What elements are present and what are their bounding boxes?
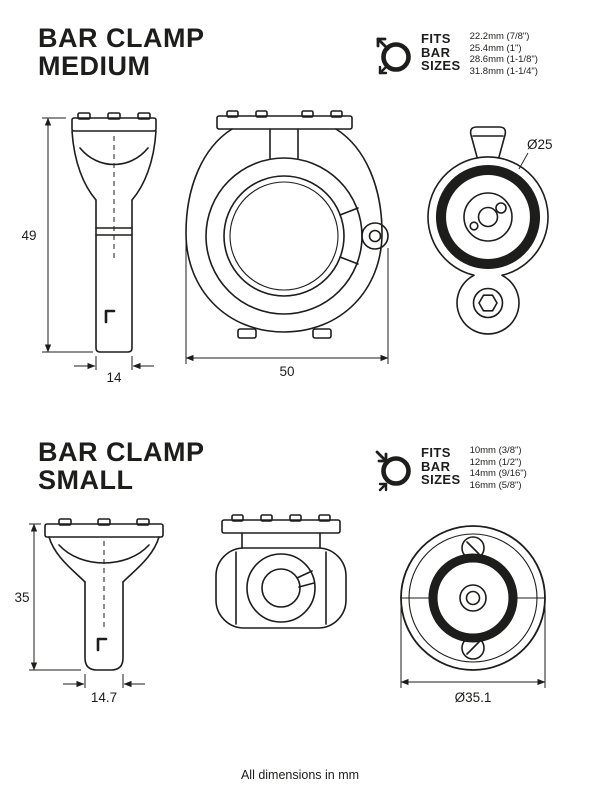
dim-height-small: 35 bbox=[15, 590, 30, 605]
bar-size-list-small: 10mm (3/8") 12mm (1/2") 14mm (9/16") 16m… bbox=[470, 445, 527, 491]
dimension-lines bbox=[42, 117, 154, 370]
hex-bolt bbox=[478, 294, 498, 312]
lever-mark bbox=[104, 309, 116, 324]
small-back-outline bbox=[400, 525, 546, 671]
sizes-word: SIZES bbox=[421, 58, 461, 73]
sizes-word: SIZES bbox=[421, 472, 461, 487]
dimension-lines bbox=[185, 240, 389, 364]
screw-bottom bbox=[461, 636, 485, 660]
small-side-outline bbox=[44, 518, 164, 671]
dim-stem-width-small: 14.7 bbox=[91, 690, 117, 705]
small-back-view: Ø35.1 bbox=[400, 525, 546, 705]
clamp-ring-icon bbox=[381, 42, 411, 72]
small-title-line1: BAR CLAMP bbox=[38, 437, 205, 467]
fits-word: FITS bbox=[421, 31, 451, 46]
arrow-out-large-icon bbox=[376, 37, 390, 51]
dim-knob-diameter-medium: Ø25 bbox=[527, 137, 553, 152]
leader-line bbox=[518, 152, 529, 170]
fits-word: FITS bbox=[421, 445, 451, 460]
size-item: 14mm (9/16") bbox=[469, 468, 527, 479]
small-side-view: 35 14.7 bbox=[15, 518, 164, 705]
size-item: 25.4mm (1") bbox=[469, 42, 522, 54]
footer-note: All dimensions in mm bbox=[240, 768, 360, 782]
bar-bore bbox=[246, 553, 316, 623]
arrow-out-small-icon bbox=[378, 65, 388, 75]
dim-stem-width-medium: 14 bbox=[106, 370, 122, 385]
small-fits-block: FITS BAR SIZES 10mm (3/8") 12mm (1/2") 1… bbox=[372, 444, 527, 492]
size-item: 12mm (1/2") bbox=[469, 456, 522, 468]
dim-width-medium: 50 bbox=[279, 364, 294, 379]
bar-word: BAR bbox=[421, 44, 451, 60]
dim-diameter-small: Ø35.1 bbox=[455, 690, 492, 705]
bar-size-list-medium: 22.2mm (7/8") 25.4mm (1") 28.6mm (1-1/8"… bbox=[470, 31, 538, 77]
bar-word: BAR bbox=[421, 458, 451, 474]
hinge-boss bbox=[361, 222, 389, 250]
dimension-lines bbox=[29, 523, 145, 688]
medium-title: BAR CLAMP MEDIUM bbox=[38, 24, 205, 80]
arrow-in-large-icon bbox=[375, 450, 388, 463]
bar-sizes-icon-small bbox=[375, 450, 411, 492]
medium-side-view: 49 14 bbox=[21, 112, 157, 385]
medium-fits-block: FITS BAR SIZES 22.2mm (7/8") 25.4mm (1")… bbox=[372, 30, 538, 78]
hub bbox=[459, 584, 487, 612]
fits-bar-sizes-label-small: FITS BAR SIZES bbox=[421, 446, 461, 487]
size-item: 28.6mm (1-1/8") bbox=[469, 54, 538, 65]
screw-top bbox=[461, 536, 485, 560]
small-title: BAR CLAMP SMALL bbox=[38, 438, 205, 494]
lever-tab bbox=[469, 126, 507, 158]
size-item: 16mm (5/8") bbox=[469, 479, 522, 491]
size-item: 31.8mm (1-1/4") bbox=[469, 65, 538, 77]
medium-knob-view: Ø25 bbox=[427, 126, 553, 335]
size-item: 10mm (3/8") bbox=[469, 445, 522, 456]
dim-height-medium: 49 bbox=[21, 228, 36, 243]
fits-bar-sizes-label-medium: FITS BAR SIZES bbox=[421, 32, 461, 73]
medium-knob-outline bbox=[427, 126, 549, 335]
small-title-line2: SMALL bbox=[38, 465, 134, 495]
gear-teeth bbox=[429, 554, 517, 642]
dimension-lines bbox=[400, 604, 546, 688]
small-front-view bbox=[215, 514, 347, 629]
arrow-in-small-icon bbox=[378, 482, 388, 492]
bar-sizes-icon-medium bbox=[376, 37, 411, 75]
medium-front-view: 50 bbox=[185, 110, 389, 379]
gear-teeth bbox=[436, 165, 540, 269]
medium-title-line1: BAR CLAMP bbox=[38, 23, 205, 53]
clamp-ring-icon bbox=[381, 456, 411, 486]
small-front-outline bbox=[215, 514, 347, 629]
medium-side-outline bbox=[71, 112, 157, 353]
logo-mark bbox=[96, 637, 108, 652]
medium-front-outline bbox=[185, 110, 389, 339]
medium-title-line2: MEDIUM bbox=[38, 51, 151, 81]
size-item: 22.2mm (7/8") bbox=[469, 31, 530, 42]
barrel bbox=[215, 547, 347, 629]
hub bbox=[463, 192, 513, 242]
